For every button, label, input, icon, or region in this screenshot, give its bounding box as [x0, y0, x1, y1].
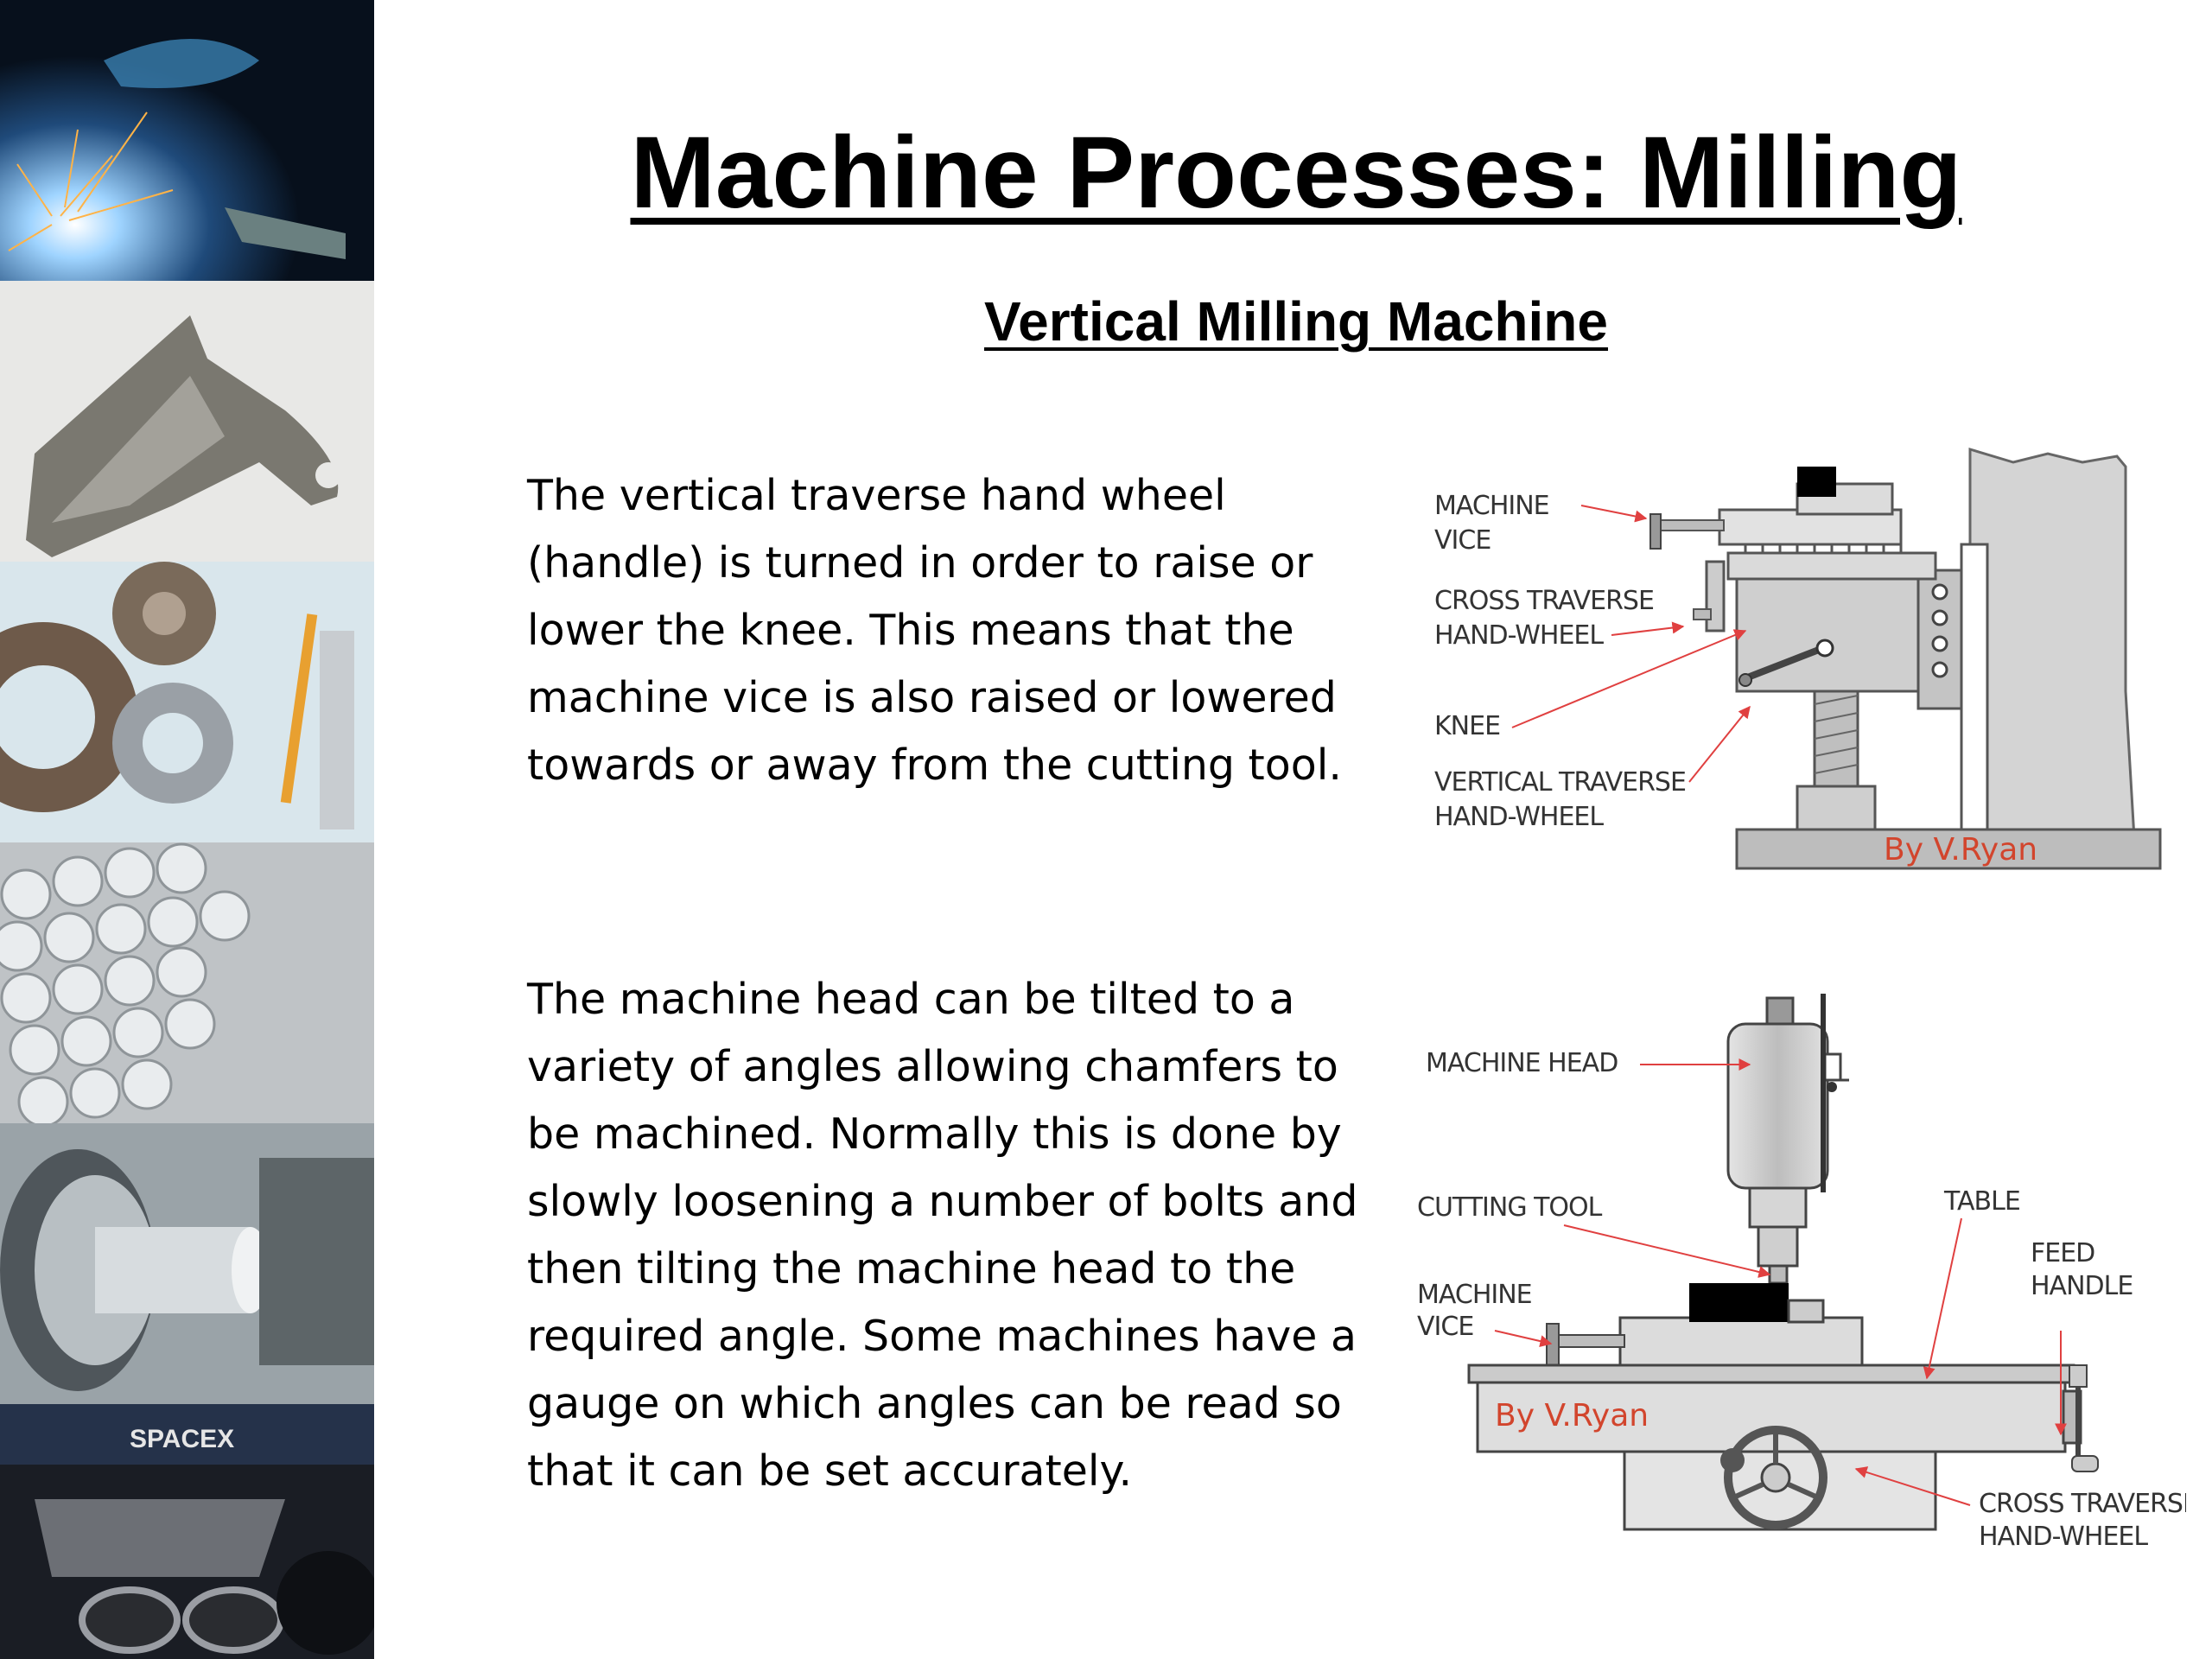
- diagram-machine-head: By V.Ryan MACHINE HEAD CUTTING TOOL TABL…: [1408, 985, 2199, 1573]
- label-machine-head: MACHINE HEAD: [1426, 1048, 1618, 1078]
- label-machine-vice-2: VICE: [1434, 525, 1491, 556]
- page-subtitle: Vertical Milling Machine: [984, 290, 1608, 353]
- metal-part-image: [0, 281, 374, 562]
- page-title: Machine Processes: Milling: [630, 116, 1962, 230]
- label-machine-vice-1: MACHINE: [1434, 491, 1549, 521]
- label-cutting-tool: CUTTING TOOL: [1417, 1192, 1603, 1223]
- label-cross-traverse-1: CROSS TRAVERSE: [1434, 586, 1654, 616]
- diagram-knee-vice: By V.Ryan MACHINE VICE CROSS TRAVERSE HA…: [1408, 432, 2169, 890]
- paragraph-head: The machine head can be tilted to a vari…: [527, 975, 1358, 1496]
- paragraph-knee: The vertical traverse hand wheel (handle…: [527, 471, 1342, 790]
- label-cross-traverse-2: HAND-WHEEL: [1434, 620, 1604, 651]
- welding-image: [0, 0, 374, 281]
- gears-image: [0, 562, 374, 842]
- label-table: TABLE: [1943, 1186, 2020, 1217]
- label-knee: KNEE: [1434, 711, 1500, 741]
- label-cross-traverse-1b: CROSS TRAVERSE: [1979, 1489, 2186, 1519]
- credit-vryan-2: By V.Ryan: [1495, 1398, 1649, 1433]
- image-strip: SPACEX: [0, 0, 374, 1659]
- label-feed-handle-1: FEED: [2031, 1238, 2094, 1268]
- spacex-logo: SPACEX: [130, 1425, 234, 1453]
- label-vertical-traverse-1: VERTICAL TRAVERSE: [1434, 767, 1686, 798]
- label-machine-vice-1b: MACHINE: [1417, 1280, 1532, 1310]
- spacex-image: SPACEX: [0, 1404, 374, 1659]
- label-vertical-traverse-2: HAND-WHEEL: [1434, 802, 1604, 832]
- label-machine-vice-2b: VICE: [1417, 1312, 1473, 1342]
- label-feed-handle-2: HANDLE: [2031, 1271, 2133, 1301]
- credit-vryan-1: By V.Ryan: [1884, 832, 2037, 868]
- metal-rods-image: [0, 842, 374, 1123]
- label-cross-traverse-2b: HAND-WHEEL: [1979, 1522, 2148, 1552]
- lathe-image: [0, 1123, 374, 1404]
